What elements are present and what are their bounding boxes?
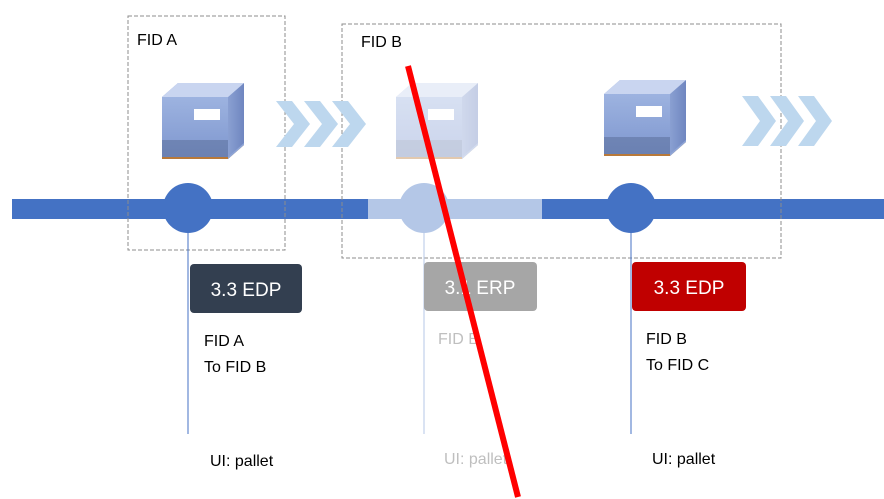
step-ui-label: UI: pallet: [444, 451, 508, 468]
step-description-line: FID A: [204, 333, 244, 350]
step-badge: [424, 262, 537, 311]
chevron-arrow-icon: [276, 101, 366, 147]
pallet-box-icon: [396, 83, 478, 159]
chevron-arrow-icon: [742, 96, 832, 146]
step-badge-label: 3.3 EDP: [211, 280, 282, 301]
pallet-box-icon: [162, 83, 244, 159]
step-description-line: To FID B: [204, 359, 266, 376]
step-badge-label: 3.3 EDP: [654, 278, 725, 299]
step-badge: [190, 264, 302, 313]
pallet-box-icon: [604, 80, 686, 156]
step-ui-label: UI: pallet: [652, 451, 716, 468]
group-fid-a-label: FID A: [137, 32, 177, 49]
timeline-node-icon: [399, 183, 449, 233]
timeline-segment-right: [542, 199, 884, 219]
step-2: 3.1 ERP FID B UI: pallet: [399, 183, 537, 468]
strike-through-line: [405, 65, 521, 498]
timeline-node-icon: [606, 183, 656, 233]
timeline-node-icon: [163, 183, 213, 233]
step-ui-label: UI: pallet: [210, 453, 274, 470]
step-3: 3.3 EDP FID B To FID C UI: pallet: [606, 183, 746, 468]
step-badge-label: 3.1 ERP: [445, 278, 516, 299]
step-1: 3.3 EDP FID A To FID B UI: pallet: [163, 183, 302, 470]
step-description-line: FID B: [438, 331, 479, 348]
timeline-segment-faded: [368, 199, 542, 219]
group-fid-b-label: FID B: [361, 34, 402, 51]
group-fid-a: FID A: [127, 15, 286, 251]
step-description-line: FID B: [646, 331, 687, 348]
group-fid-a-border: [127, 15, 286, 251]
step-badge: [632, 262, 746, 311]
step-description-line: To FID C: [646, 357, 709, 374]
